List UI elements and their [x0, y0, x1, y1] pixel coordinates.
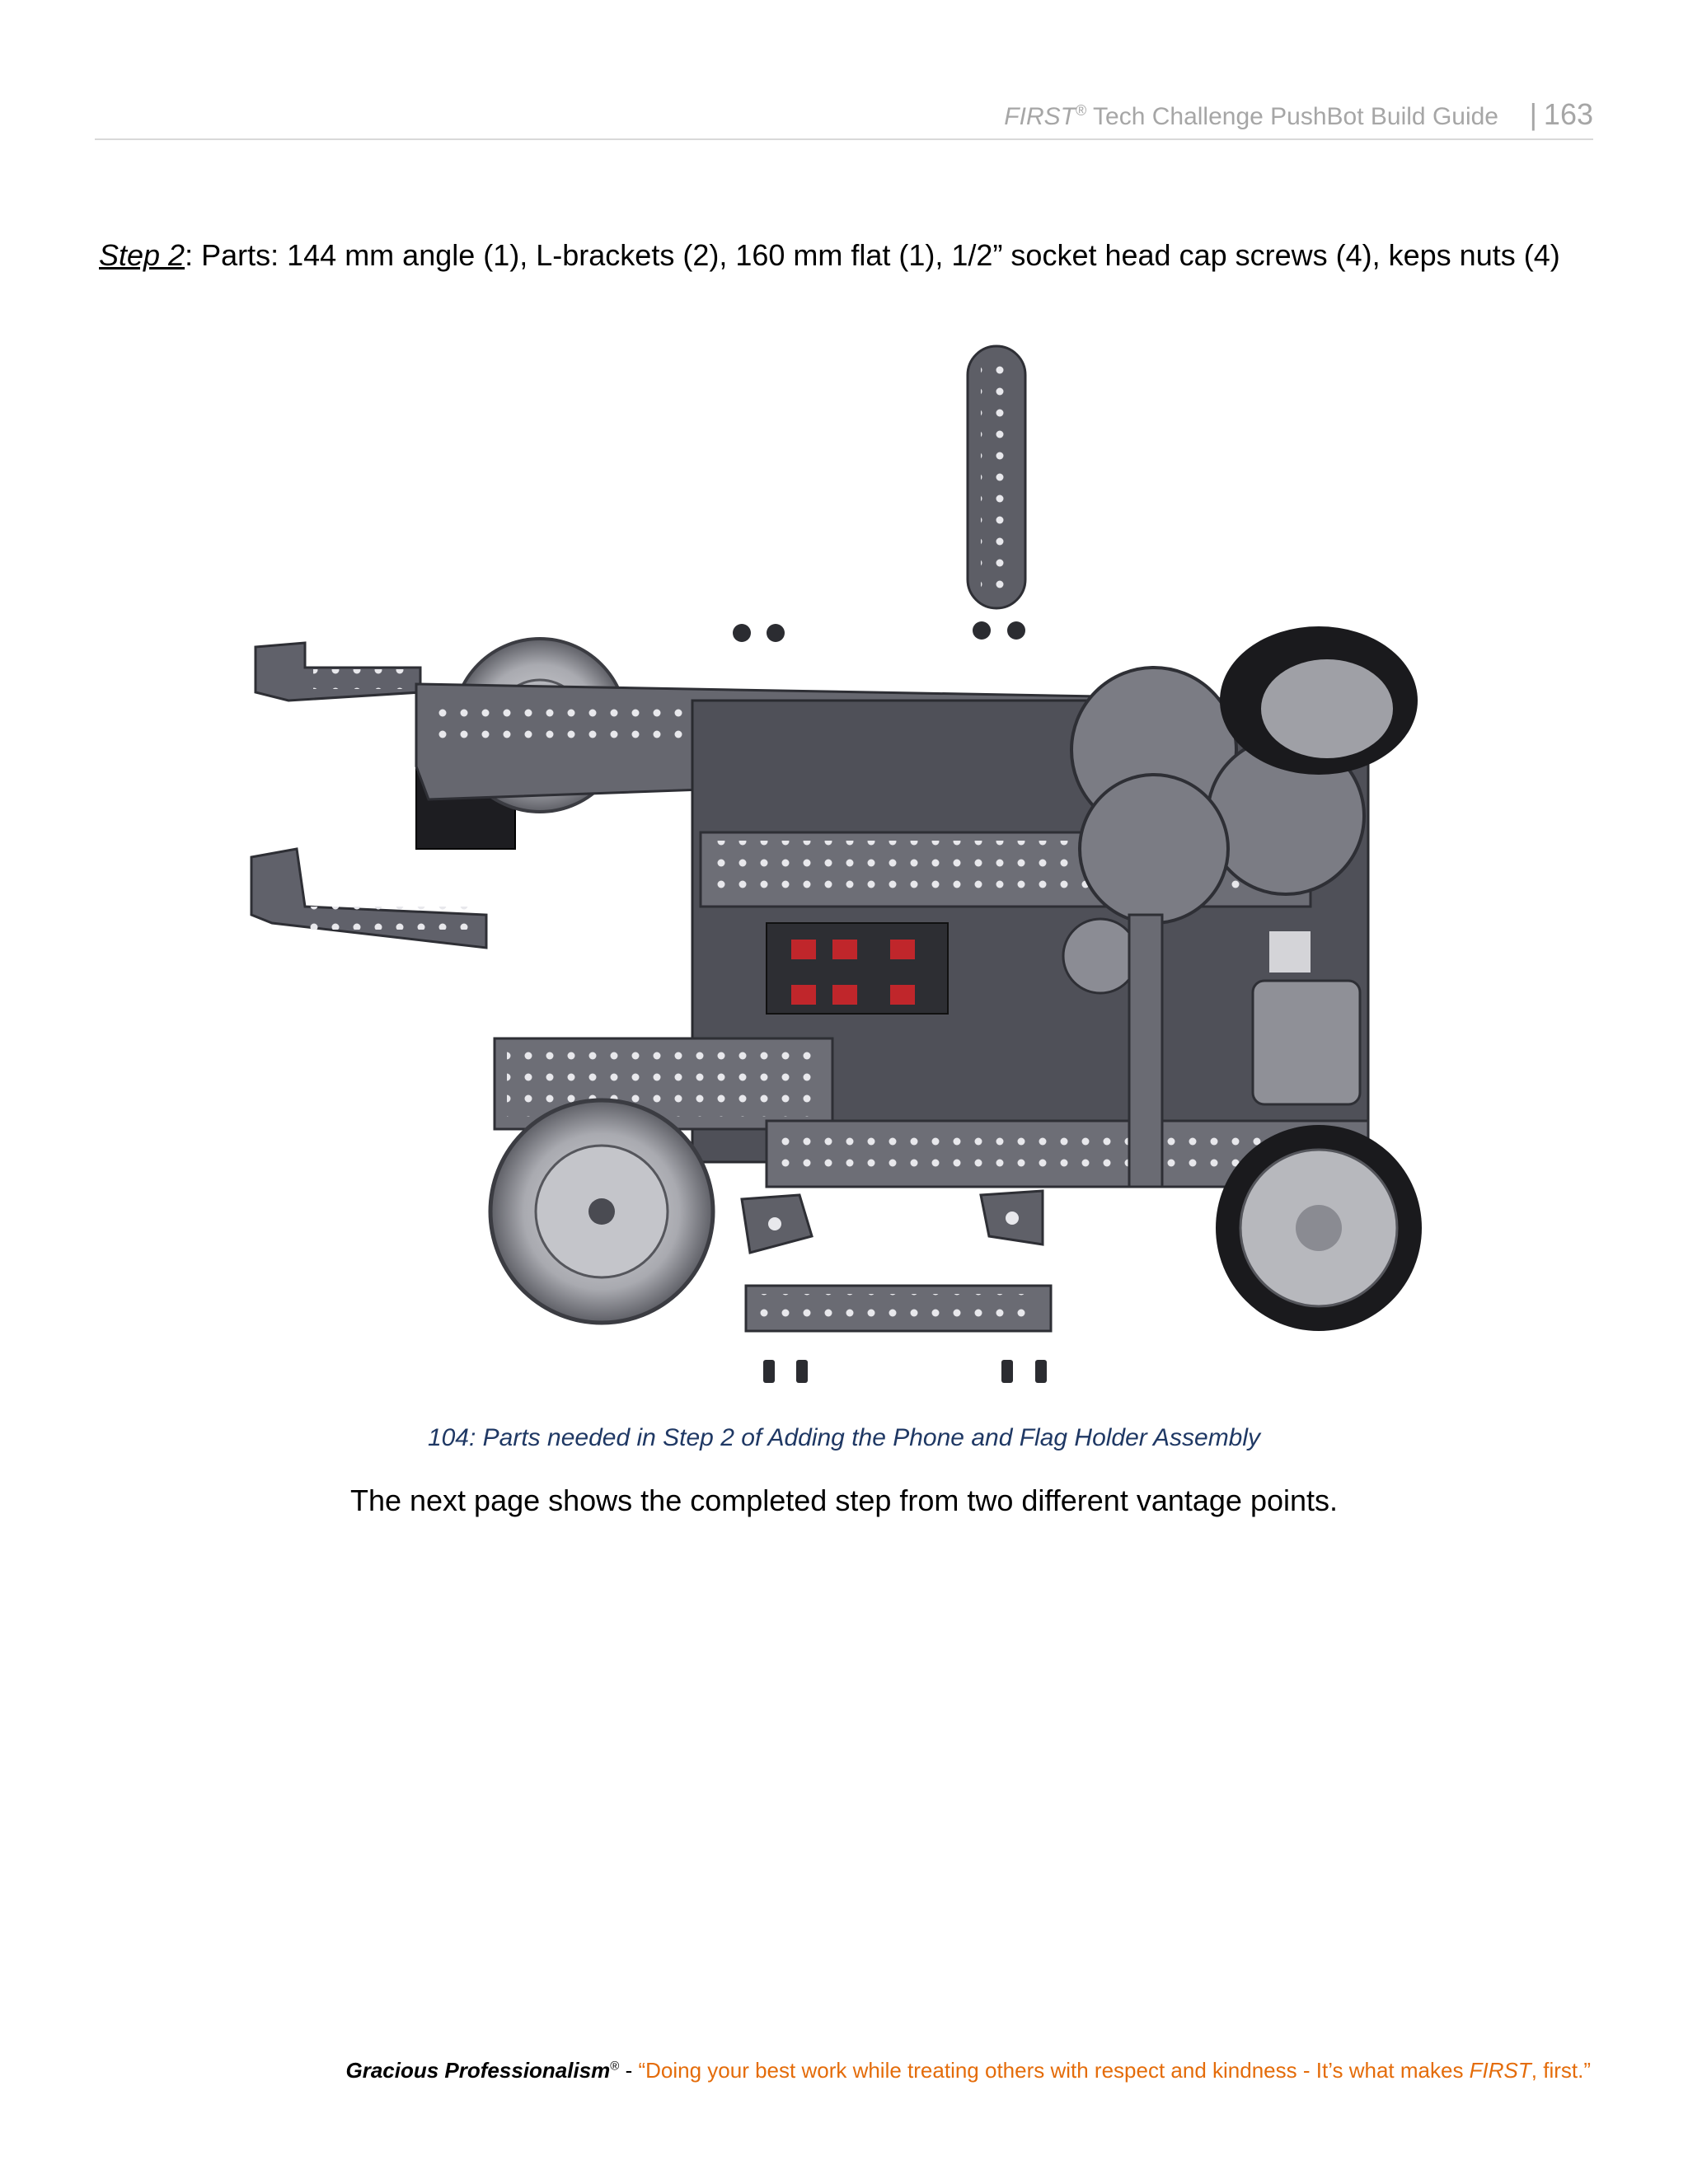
- omni-wheel-front: [488, 1098, 715, 1325]
- step-parts-list: : Parts: 144 mm angle (1), L-brackets (2…: [185, 238, 1560, 272]
- header-reg-mark: ®: [1075, 102, 1087, 119]
- page-footer: Gracious Professionalism® - “Doing your …: [346, 2058, 1592, 2083]
- rear-wheel-top: [1220, 626, 1418, 775]
- robot-parts-illustration: [239, 338, 1442, 1385]
- footer-reg-mark: ®: [610, 2059, 620, 2074]
- header-separator: |: [1529, 97, 1537, 131]
- angle-bar-part: [744, 1284, 1053, 1333]
- drive-gears: [1062, 666, 1366, 995]
- socket-head-screws: [763, 1360, 1047, 1383]
- l-bracket-left: [740, 1193, 814, 1254]
- top-arm-bracket: [254, 641, 422, 702]
- vertical-strut: [1128, 913, 1164, 1188]
- page-number: 163: [1543, 97, 1593, 131]
- footer-gracious-professionalism: Gracious Professionalism: [345, 2058, 611, 2083]
- figure-caption: 104: Parts needed in Step 2 of Adding th…: [427, 1424, 1261, 1451]
- footer-quote-part-b: , first.”: [1531, 2058, 1591, 2083]
- keps-nuts: [733, 621, 1025, 642]
- footer-dash: -: [619, 2058, 639, 2083]
- footer-quote-first: FIRST: [1469, 2058, 1531, 2083]
- step-label: Step 2: [99, 238, 185, 272]
- l-bracket-right: [979, 1189, 1044, 1246]
- footer-quote: “Doing your best work while treating oth…: [638, 2058, 1591, 2083]
- next-page-note: The next page shows the completed step f…: [349, 1483, 1339, 1517]
- step-instructions: Step 2: Parts: 144 mm angle (1), L-brack…: [99, 237, 1566, 274]
- header-first: FIRST: [1004, 103, 1076, 130]
- page-header: FIRST® Tech Challenge PushBot Build Guid…: [95, 97, 1593, 140]
- bottom-arm-bracket: [250, 847, 488, 949]
- dc-motor: [1251, 931, 1362, 1106]
- header-title: FIRST® Tech Challenge PushBot Build Guid…: [1004, 102, 1498, 131]
- rear-wheel-bottom: [1216, 1125, 1422, 1331]
- header-page-number: |163: [1530, 97, 1593, 132]
- battery-module: [766, 922, 949, 1015]
- header-title-rest: Tech Challenge PushBot Build Guide: [1086, 103, 1498, 130]
- flat-bar-part: [966, 344, 1027, 610]
- footer-quote-part-a: “Doing your best work while treating oth…: [638, 2058, 1470, 2083]
